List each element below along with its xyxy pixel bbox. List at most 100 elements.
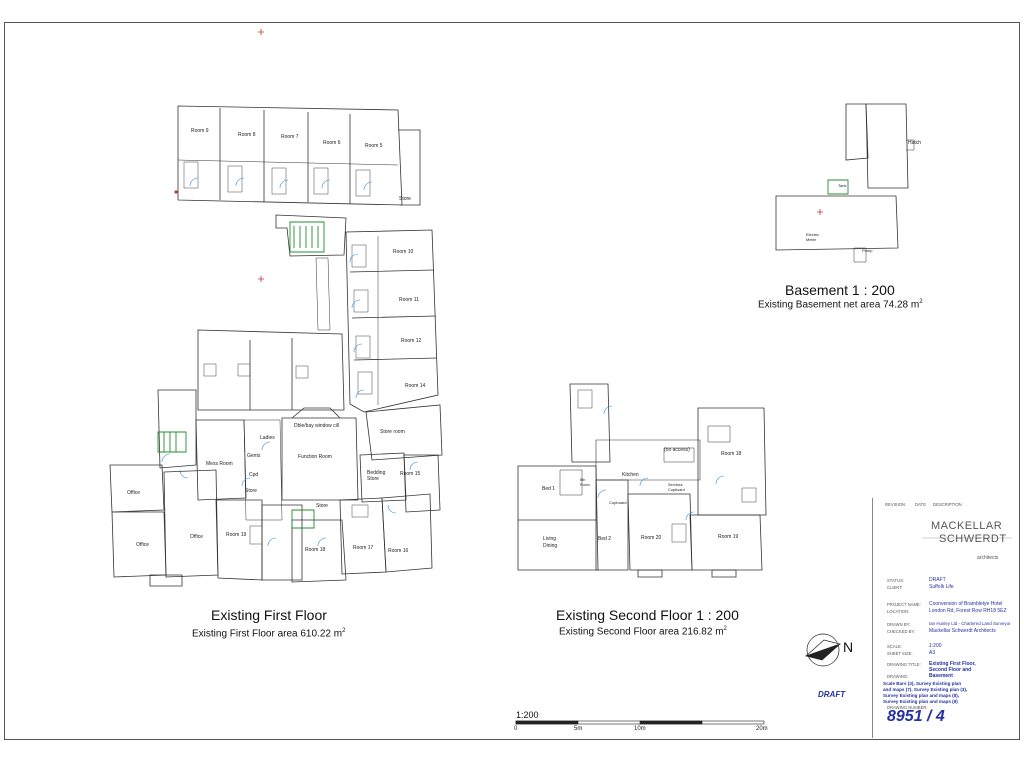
basement-title: Basement 1 : 200 <box>785 282 895 298</box>
title-block: REVISION DATE DESCRIPTION MACKELLAR SCHW… <box>872 498 1018 738</box>
drawing-border <box>4 22 1020 740</box>
drawing-number: 8951 / 4 <box>887 708 945 725</box>
checked-key: CHECKED BY: <box>887 629 916 634</box>
second-floor-area: Existing Second Floor area 216.82 m2 <box>559 626 727 638</box>
room-label: Store <box>245 488 257 494</box>
status-value: DRAFT <box>929 577 946 583</box>
location-key: LOCATION: <box>887 609 910 614</box>
second-floor-title: Existing Second Floor 1 : 200 <box>556 607 739 623</box>
draft-mark: DRAFT <box>818 690 846 699</box>
room-label: Room 19 <box>718 534 739 540</box>
first-floor-area: Existing First Floor area 610.22 m2 <box>192 628 346 640</box>
location-value: London Rd, Forest Row RH18 5EZ <box>929 608 1007 614</box>
room-label: Living <box>543 536 557 542</box>
room-label: Office <box>127 490 140 496</box>
drawing-number-key: DRAWING NUMBER: <box>887 705 928 710</box>
drawing-list-item: and maps (7), Survey Existing plan (3), <box>883 687 968 692</box>
room-label: Electric Meter <box>806 232 820 242</box>
room-label: Tank <box>838 183 847 188</box>
room-label: Mess Room <box>206 461 233 467</box>
room-label: Store room <box>380 429 405 435</box>
room-label: Services Cupboard <box>668 483 685 492</box>
room-label: Dining <box>543 543 558 549</box>
revision-header: REVISION <box>885 502 906 507</box>
room-label: Room 18 <box>721 451 742 457</box>
room-label: Room 8 <box>238 132 256 138</box>
drawing-list-item: Survey Existing plan and maps (8), <box>883 693 960 698</box>
scale-tick: 0 <box>514 726 518 732</box>
room-label: Office <box>190 534 203 540</box>
room-label: Bedding Store <box>367 470 386 482</box>
scale-tick: 5m <box>574 726 583 732</box>
room-label: Room 5 <box>365 143 383 149</box>
top-wing-outline <box>177 105 403 206</box>
room-label: Room 10 <box>393 249 414 255</box>
room-label: Store <box>316 503 328 509</box>
scale-bar <box>515 720 765 725</box>
room-label: Room 14 <box>405 383 426 389</box>
room-label: Room 9 <box>191 128 209 134</box>
scale-tick: 20m <box>756 726 768 732</box>
room-label: Bed 2 <box>598 536 612 542</box>
client-key: CLIENT: <box>887 585 903 590</box>
sheet-key: SHEET SIZE: <box>887 651 913 656</box>
scale-value: 1:200 <box>929 643 942 649</box>
bay-window <box>291 407 341 419</box>
status-key: STATUS: <box>887 578 905 583</box>
survey-markers <box>174 29 823 282</box>
checked-value: Mackellar Schwerdt Architects <box>929 628 996 634</box>
room-label: Function Room <box>298 454 332 460</box>
scale-tick: 10m <box>634 726 646 732</box>
room-label: Room 7 <box>281 134 299 140</box>
drawing-list-item: Scale Bars (3), Survey Existing plan <box>883 681 962 686</box>
room-label: Room 16 <box>388 548 409 554</box>
room-label: Room 18 <box>305 547 326 553</box>
logo-line2: SCHWERDT <box>939 533 1007 545</box>
room-label: Gents <box>247 453 261 459</box>
logo-line3: architects <box>977 555 999 561</box>
scale-bar-label: 1:200 <box>516 710 539 720</box>
door-swings <box>161 177 725 547</box>
room-label: Room 19 <box>226 532 247 538</box>
project-key: PROJECT NAME: <box>887 602 921 607</box>
logo-line1: MACKELLAR <box>931 520 1003 532</box>
room-label: Room 6 <box>323 140 341 146</box>
drawn-value: Ian Hunley Ltd - Chartered Land Surveyor <box>929 621 1011 626</box>
date-header: DATE <box>915 502 926 507</box>
room-label: Room 12 <box>401 338 422 344</box>
drawing-title-line: Second Floor and <box>929 667 972 673</box>
drawing-title-key: DRAWING TITLE: <box>887 662 921 667</box>
room-label: Room 17 <box>353 545 374 551</box>
room-label: Kitchen <box>622 472 639 478</box>
client-value: Suffolk Life <box>929 584 954 590</box>
room-label: Bed 1 <box>542 486 556 492</box>
drawn-key: DRAWN BY: <box>887 622 911 627</box>
room-label: Room 15 <box>400 471 421 477</box>
sheet-value: A3 <box>929 650 936 656</box>
project-value: Coonversion of Brambletye Hotel <box>929 601 1003 607</box>
stairs <box>157 179 849 529</box>
first-floor-title: Existing First Floor <box>211 607 327 623</box>
room-label: Office <box>136 542 149 548</box>
drawing-title-line: Basement <box>929 673 953 679</box>
room-label: Room 11 <box>399 297 419 303</box>
drawing-key: DRAWING: <box>887 674 909 679</box>
room-label: (no access) <box>664 447 690 453</box>
drawing-list-item: Survey Existing plan and maps (9) <box>883 699 958 704</box>
basement-area: Existing Basement net area 74.28 m2 <box>758 299 923 311</box>
north-label: N <box>843 639 854 655</box>
room-label: Hatch <box>908 140 922 146</box>
room-label: Cpd <box>249 472 259 478</box>
scale-key: SCALE: <box>887 644 902 649</box>
description-header: DESCRIPTION <box>933 502 962 507</box>
north-arrow-icon <box>804 633 842 667</box>
drawing-title-line: Existing First Floor, <box>929 661 976 667</box>
room-label: Bth Room <box>580 478 590 487</box>
room-label: Room 20 <box>641 535 662 541</box>
room-label: Ladies <box>260 435 275 441</box>
room-label: Store <box>399 196 411 202</box>
room-label: Dble/bay window cill <box>294 423 340 429</box>
room-label: Pump <box>862 248 873 253</box>
room-label: Cupboard <box>609 500 627 505</box>
